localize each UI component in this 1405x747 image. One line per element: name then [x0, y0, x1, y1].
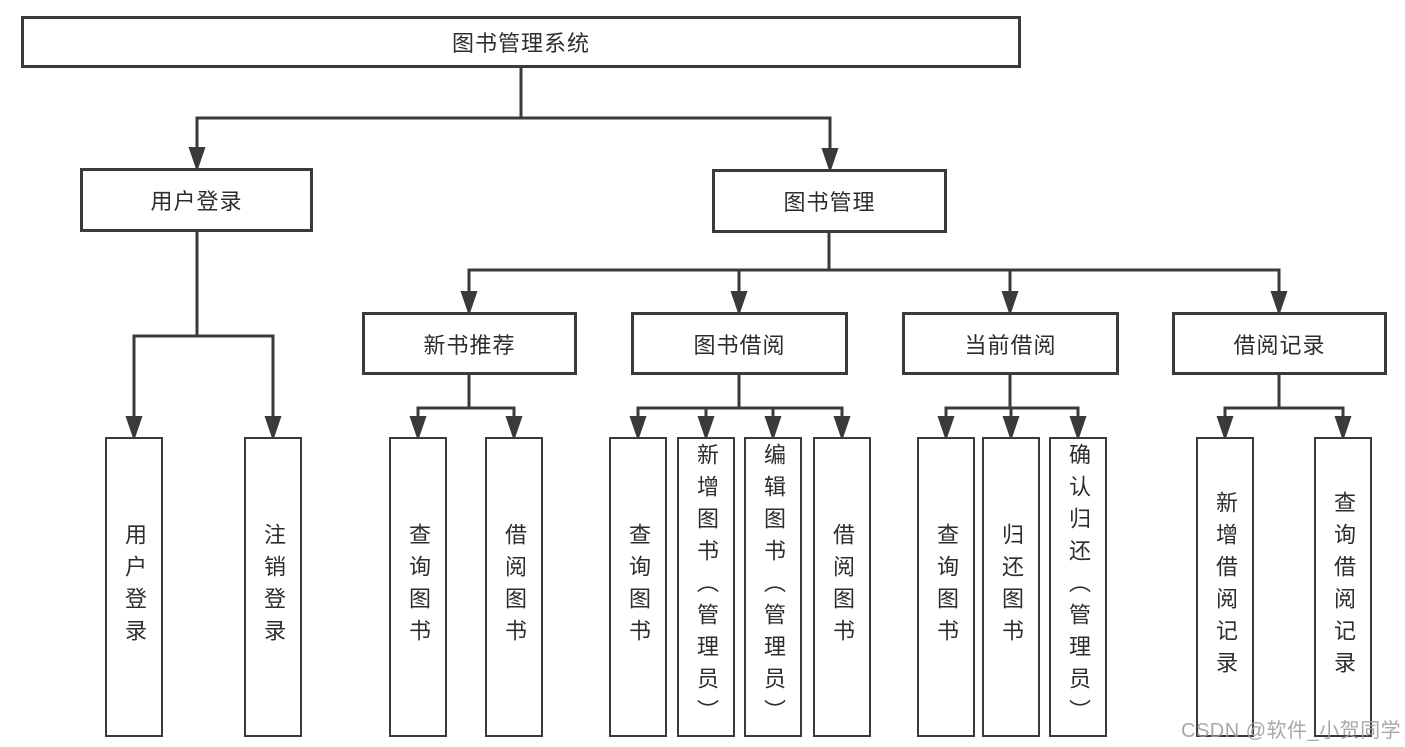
- arrow-head-icon: [629, 416, 647, 441]
- watermark: CSDN @软件_小贺同学: [1181, 720, 1402, 742]
- leaf-logout-label: 注销登录: [261, 523, 286, 651]
- leaf-query-books-recommend: 查询图书: [389, 437, 447, 737]
- arrow-head-icon: [264, 416, 282, 441]
- arrow-head-icon: [697, 416, 715, 441]
- arrow-head-icon: [764, 416, 782, 441]
- arrow-head-icon: [821, 148, 839, 173]
- leaf-return-books-label: 归还图书: [999, 523, 1024, 651]
- arrow-head-icon: [460, 291, 478, 316]
- leaf-query-books-current: 查询图书: [917, 437, 975, 737]
- leaf-add-books-admin-label: 新增图书（管理员）: [694, 443, 719, 731]
- leaf-query-books-borrowing: 查询图书: [609, 437, 667, 737]
- leaf-user-login: 用户登录: [105, 437, 163, 737]
- leaf-query-books-current-label: 查询图书: [934, 523, 959, 651]
- leaf-add-books-admin: 新增图书（管理员）: [677, 437, 735, 737]
- leaf-query-borrow-record: 查询借阅记录: [1314, 437, 1372, 737]
- leaf-add-borrow-record: 新增借阅记录: [1196, 437, 1254, 737]
- arrow-head-icon: [125, 416, 143, 441]
- arrow-head-icon: [833, 416, 851, 441]
- leaf-borrow-books-recommend-label: 借阅图书: [502, 523, 527, 651]
- arrow-head-icon: [1002, 416, 1020, 441]
- node-current-borrowing: 当前借阅: [902, 312, 1119, 375]
- leaf-borrow-books-borrowing-label: 借阅图书: [830, 523, 855, 651]
- leaf-user-login-label: 用户登录: [122, 523, 147, 651]
- leaf-query-borrow-record-label: 查询借阅记录: [1331, 491, 1356, 683]
- arrow-head-icon: [1270, 291, 1288, 316]
- arrow-head-icon: [730, 291, 748, 316]
- leaf-borrow-books-borrowing: 借阅图书: [813, 437, 871, 737]
- arrow-head-icon: [1001, 291, 1019, 316]
- node-book-borrowing: 图书借阅: [631, 312, 848, 375]
- leaf-add-borrow-record-label: 新增借阅记录: [1213, 491, 1238, 683]
- leaf-logout: 注销登录: [244, 437, 302, 737]
- leaf-confirm-return-admin: 确认归还（管理员）: [1049, 437, 1107, 737]
- node-borrowing-records: 借阅记录: [1172, 312, 1387, 375]
- arrow-head-icon: [505, 416, 523, 441]
- arrow-head-icon: [937, 416, 955, 441]
- arrow-head-icon: [188, 147, 206, 172]
- leaf-confirm-return-admin-label: 确认归还（管理员）: [1066, 443, 1091, 731]
- arrow-head-icon: [1216, 416, 1234, 441]
- leaf-query-books-borrowing-label: 查询图书: [626, 523, 651, 651]
- node-book-management: 图书管理: [712, 169, 947, 233]
- leaf-return-books: 归还图书: [982, 437, 1040, 737]
- arrow-head-icon: [1334, 416, 1352, 441]
- leaf-edit-books-admin-label: 编辑图书（管理员）: [761, 443, 786, 731]
- arrow-head-icon: [409, 416, 427, 441]
- leaf-edit-books-admin: 编辑图书（管理员）: [744, 437, 802, 737]
- node-user-login: 用户登录: [80, 168, 313, 232]
- leaf-borrow-books-recommend: 借阅图书: [485, 437, 543, 737]
- leaf-query-books-recommend-label: 查询图书: [406, 523, 431, 651]
- node-library-system: 图书管理系统: [21, 16, 1021, 68]
- arrow-head-icon: [1069, 416, 1087, 441]
- node-new-book-recommend: 新书推荐: [362, 312, 577, 375]
